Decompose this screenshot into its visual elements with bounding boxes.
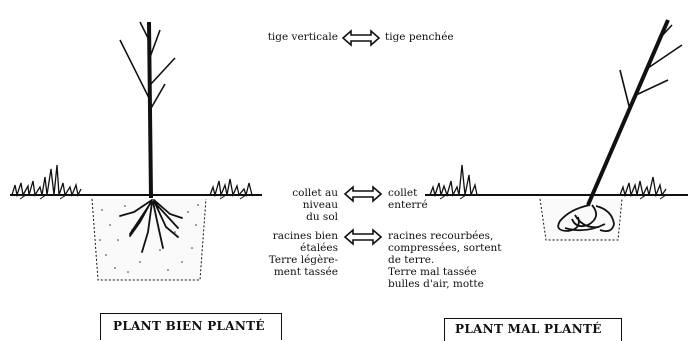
- grass-left-1: [12, 165, 81, 195]
- branches-right-plant: [620, 25, 682, 110]
- double-arrow-top: [343, 31, 379, 45]
- grass-left-2: [210, 179, 252, 195]
- roots-right-line-2: compressées, sortent: [388, 242, 502, 254]
- roots-right-line-3: de terre.: [388, 254, 502, 266]
- label-roots-bad: racines recourbées, compressées, sortent…: [388, 230, 502, 290]
- collar-left-line-3: du sol: [292, 211, 338, 223]
- label-vertical-stem: tige verticale: [268, 31, 338, 43]
- stem-leaning: [588, 20, 668, 205]
- roots-left-line-1: racines bien: [269, 230, 338, 242]
- bad-planting-drawing: [425, 20, 688, 240]
- roots-right-line-5: bulles d'air, motte: [388, 278, 502, 290]
- good-planting-drawing: [10, 22, 262, 280]
- collar-right-line-1: collet: [388, 187, 428, 199]
- label-roots-good: racines bien étalées Terre légère- ment …: [269, 230, 338, 278]
- planting-hole-right: [540, 199, 622, 240]
- collar-left-line-1: collet au: [292, 187, 338, 199]
- grass-right-2: [620, 177, 666, 195]
- label-leaning-stem: tige penchée: [385, 31, 454, 43]
- collar-left-line-2: niveau: [292, 199, 338, 211]
- double-arrow-roots: [345, 230, 381, 244]
- grass-right-1: [430, 165, 477, 195]
- roots-left-line-2: étalées: [269, 242, 338, 254]
- roots-left-line-4: ment tassée: [269, 266, 338, 278]
- caption-good: PLANT BIEN PLANTÉ: [113, 319, 265, 333]
- label-collar-buried: collet enterré: [388, 187, 428, 211]
- roots-right-line-1: racines recourbées,: [388, 230, 502, 242]
- double-arrow-collar: [345, 187, 381, 201]
- label-collar-at-soil: collet au niveau du sol: [292, 187, 338, 223]
- collar-right-line-2: enterré: [388, 199, 428, 211]
- roots-left-line-3: Terre légère-: [269, 254, 338, 266]
- roots-right-line-4: Terre mal tassée: [388, 266, 502, 278]
- planting-hole-left: [92, 199, 206, 280]
- caption-bad: PLANT MAL PLANTÉ: [455, 322, 602, 336]
